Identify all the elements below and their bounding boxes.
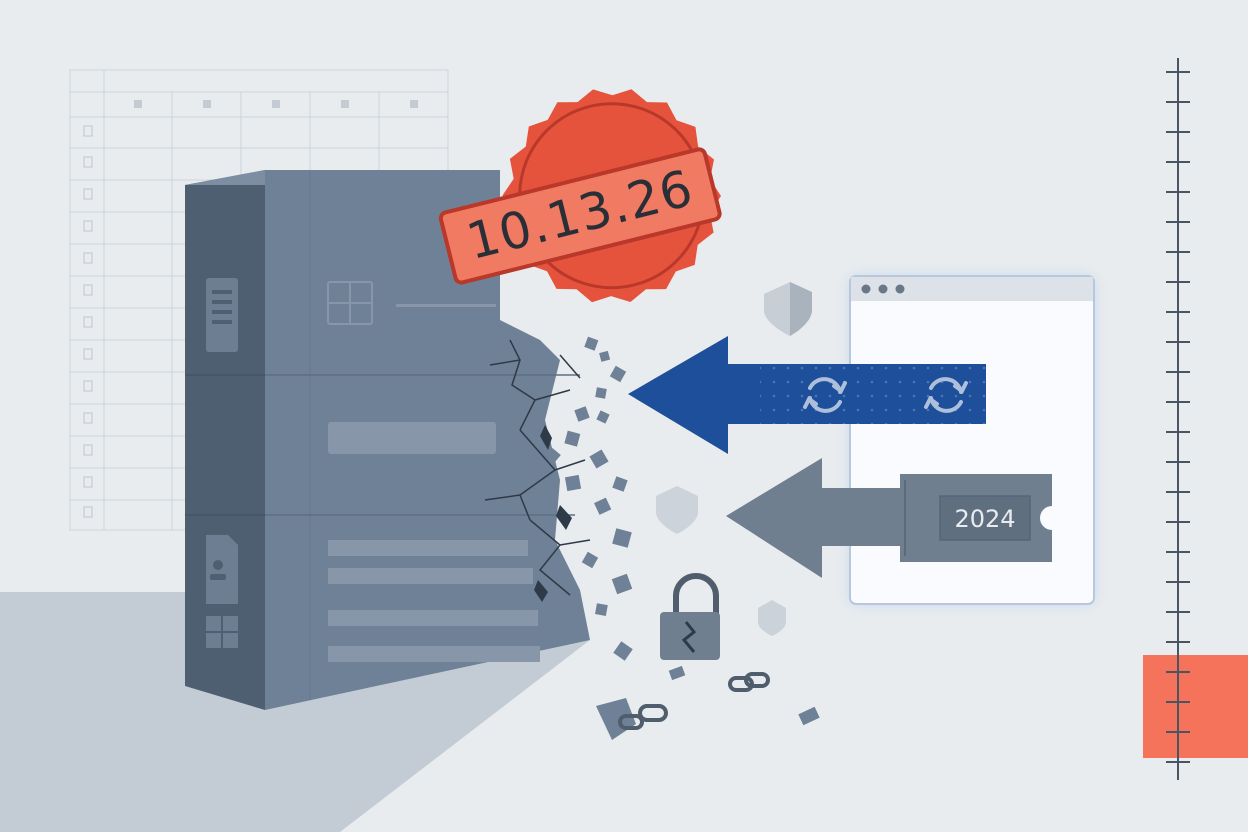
software-box <box>185 170 590 710</box>
chain-link-icon <box>618 704 668 730</box>
crack-gaps <box>534 425 572 602</box>
spreadsheet-row-icons <box>83 125 93 518</box>
ticket-text: 2024 <box>954 505 1015 533</box>
blue-arrow <box>628 336 986 454</box>
ticket-label-box <box>939 495 1031 541</box>
debris-fragments <box>545 336 820 740</box>
box-side <box>185 170 265 710</box>
window-control-dot <box>895 284 905 294</box>
date-stamp: 10.13.26 <box>438 89 722 303</box>
stamp-band <box>438 147 722 285</box>
label-bar <box>328 422 496 454</box>
timeline-ruler <box>1166 58 1190 780</box>
refresh-icon <box>803 377 847 413</box>
user-card-icon <box>206 535 238 604</box>
padlock-icon <box>660 573 720 660</box>
document-icon <box>206 278 238 352</box>
label-line <box>396 304 496 307</box>
label-bar <box>328 540 528 556</box>
label-bar <box>328 610 538 626</box>
windows-logo-icon <box>206 616 238 648</box>
window-control-dot <box>878 284 888 294</box>
spreadsheet-header-icons <box>134 100 418 108</box>
crack-lines <box>484 339 591 596</box>
accent-red-block <box>1143 655 1248 758</box>
shield-icon <box>656 486 698 534</box>
shield-icon <box>758 600 786 636</box>
shield-icon <box>764 282 812 336</box>
refresh-icon <box>924 377 968 413</box>
windows-logo-icon <box>327 281 373 325</box>
chain-link-icon <box>728 672 770 692</box>
label-bar <box>328 568 533 584</box>
gray-arrow: 2024 <box>726 458 1052 578</box>
label-bar <box>328 646 540 662</box>
window-control-dot <box>861 284 871 294</box>
